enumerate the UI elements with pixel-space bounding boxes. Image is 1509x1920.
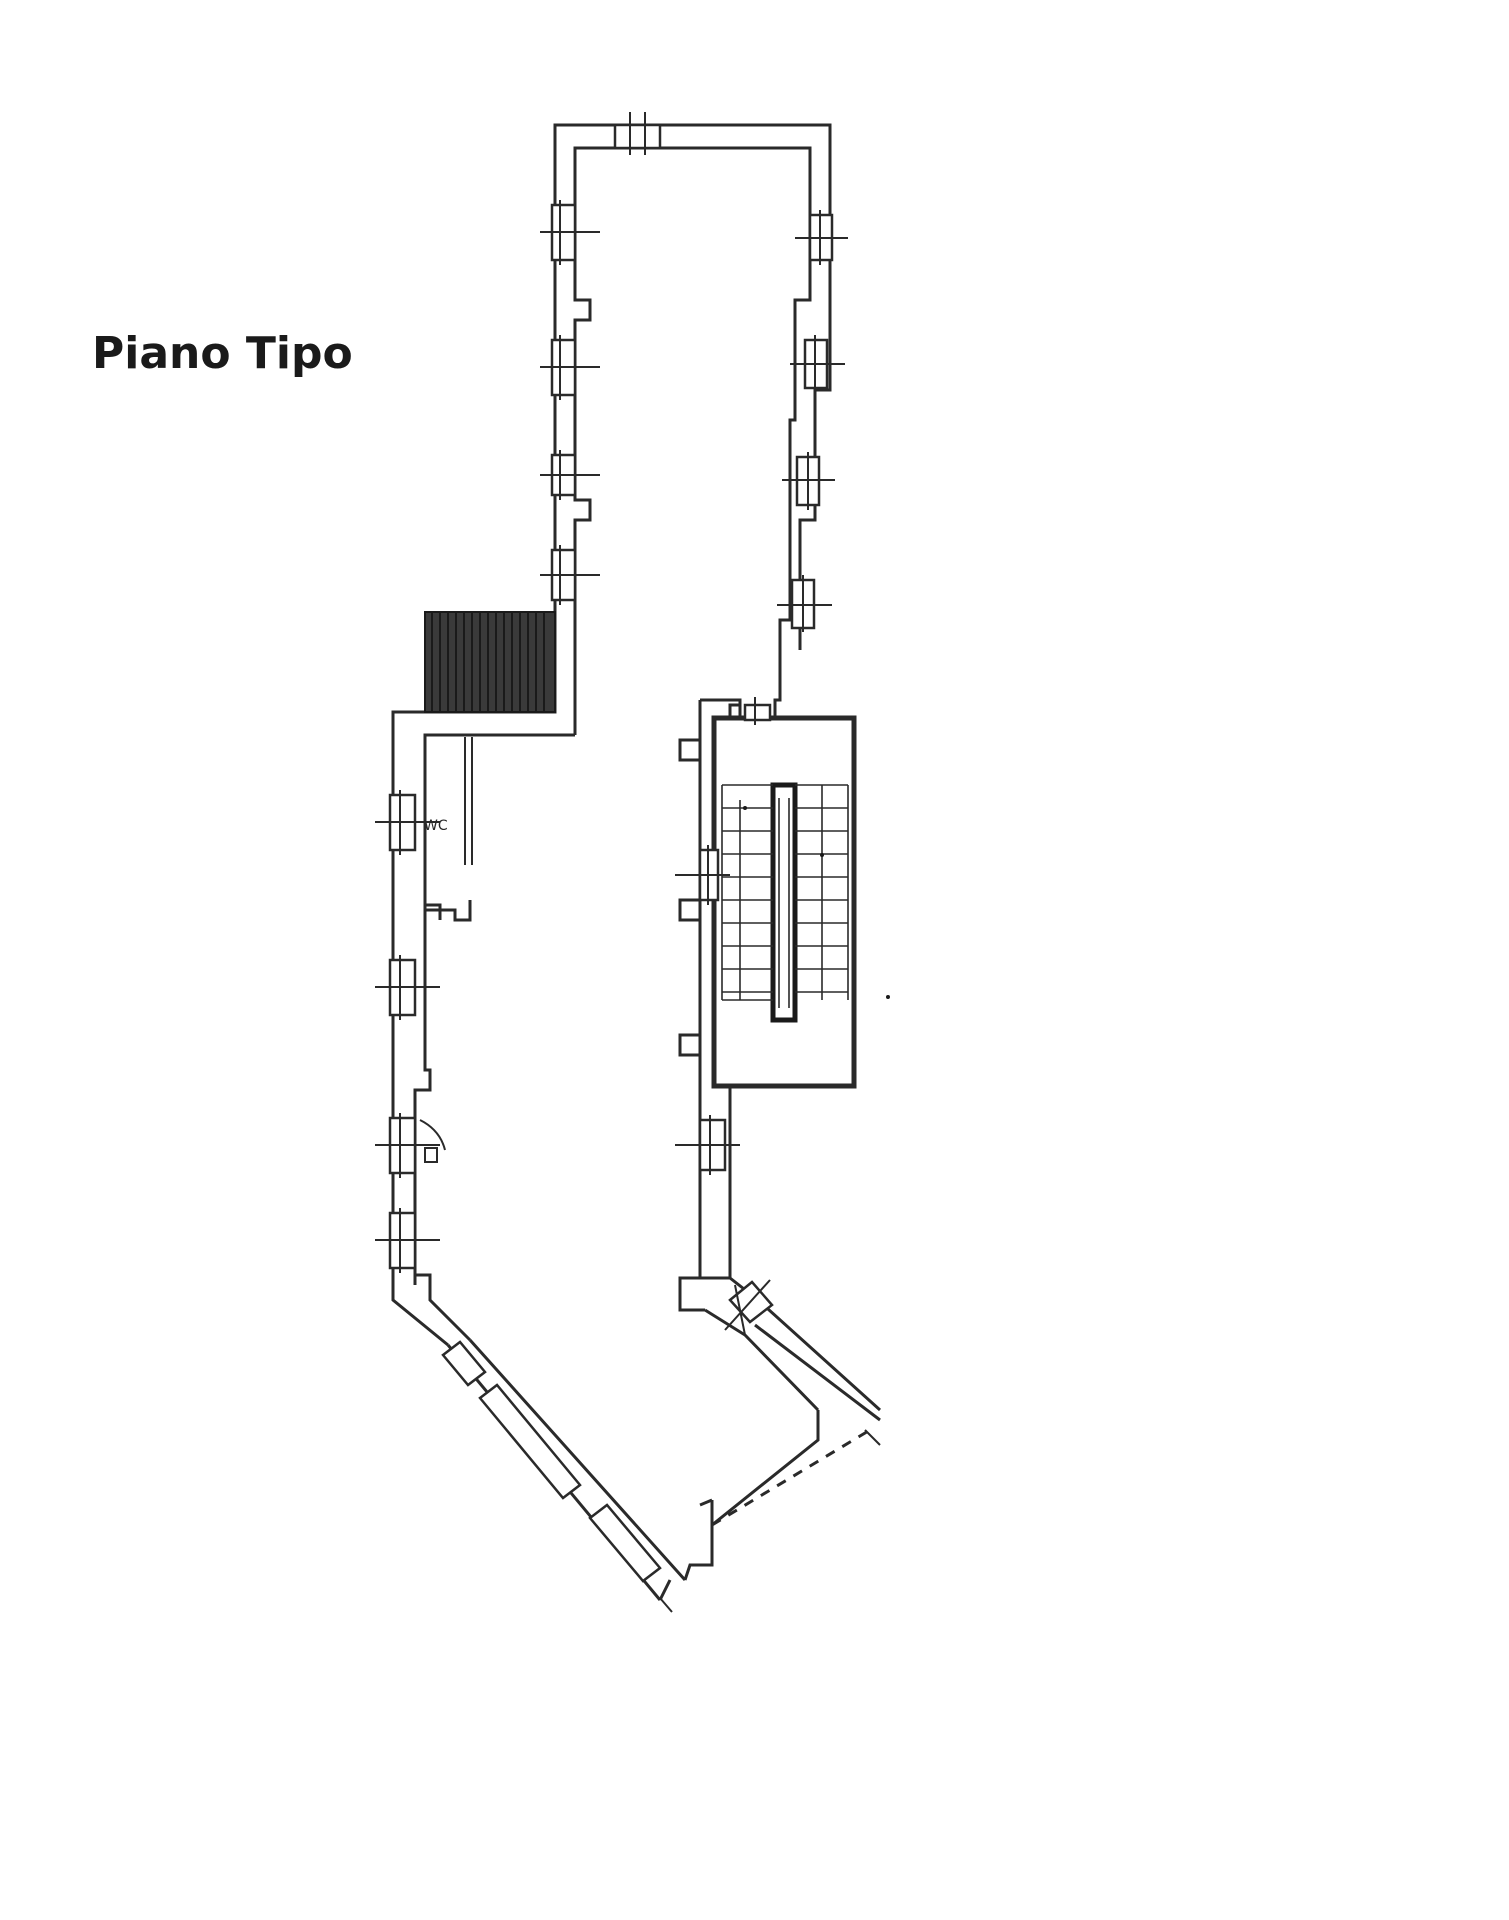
window-left-2	[540, 335, 600, 400]
window-diagonal-3	[588, 1503, 662, 1583]
window-left-1	[540, 200, 600, 265]
room-label-wc: WC	[424, 818, 448, 834]
window-top	[613, 112, 662, 155]
window-diagonal-2	[478, 1383, 582, 1500]
window-left-lower-1	[375, 790, 440, 855]
boundary-dashed	[659, 1428, 881, 1613]
window-right-2	[790, 335, 845, 392]
wc-partition: WC	[424, 737, 473, 922]
plan-title: Piano Tipo	[92, 328, 353, 379]
stair-core	[711, 715, 890, 1089]
window-diagonal-1	[441, 1340, 487, 1387]
window-left-4	[540, 545, 600, 605]
door-swing	[419, 1119, 446, 1163]
windows	[375, 112, 848, 1583]
window-right-lower-1	[675, 845, 730, 905]
window-right-diagonal	[724, 1279, 774, 1336]
window-left-3	[540, 450, 600, 500]
window-right-1	[795, 210, 848, 265]
window-left-lower-3	[375, 1113, 440, 1178]
window-right-lower-2	[675, 1115, 740, 1175]
hatched-block	[424, 611, 556, 713]
window-right-4	[777, 575, 832, 632]
window-right-3	[782, 452, 835, 510]
window-right-5	[743, 697, 772, 725]
window-left-lower-2	[375, 955, 440, 1020]
window-left-lower-4	[375, 1208, 440, 1273]
